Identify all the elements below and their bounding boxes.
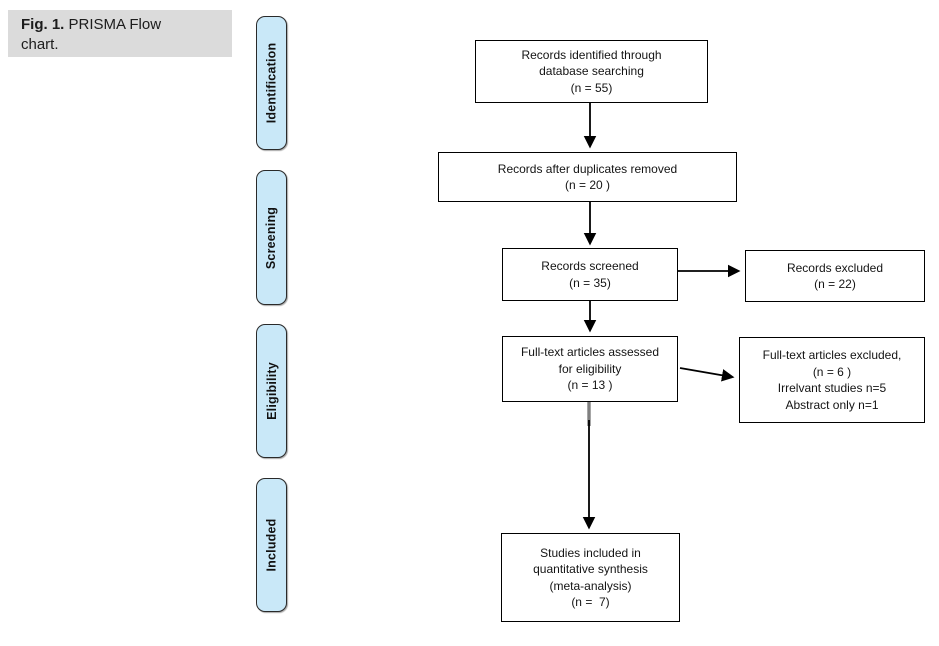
figure-caption-text: PRISMA Flow chart. bbox=[21, 16, 162, 53]
flow-box-fulltext-excluded: Full-text articles excluded, (n = 6 ) Ir… bbox=[739, 337, 925, 423]
stage-label-identification-text: Identification bbox=[264, 42, 279, 124]
flow-box-records-excluded: Records excluded (n = 22) bbox=[745, 250, 925, 302]
flow-box-records-screened: Records screened (n = 35) bbox=[502, 248, 678, 301]
stage-label-eligibility-text: Eligibility bbox=[264, 362, 279, 420]
stage-label-screening-text: Screening bbox=[264, 206, 279, 269]
figure-caption: Fig. 1. PRISMA Flow chart. bbox=[8, 10, 232, 57]
stage-label-included: Included bbox=[256, 478, 287, 612]
flow-box-fulltext-assessed: Full-text articles assessed for eligibil… bbox=[502, 336, 678, 402]
arrow-fulltext-assessed-to-fulltext-excluded bbox=[679, 367, 735, 382]
figure-caption-number: Fig. 1. bbox=[21, 16, 65, 33]
stage-label-screening: Screening bbox=[256, 170, 287, 305]
flow-box-studies-included: Studies included in quantitative synthes… bbox=[501, 533, 680, 622]
flow-box-records-identified: Records identified through database sear… bbox=[475, 40, 708, 103]
stage-label-identification: Identification bbox=[256, 16, 287, 150]
stage-label-included-text: Included bbox=[264, 518, 279, 572]
stage-label-eligibility: Eligibility bbox=[256, 324, 287, 458]
flow-box-duplicates-removed: Records after duplicates removed (n = 20… bbox=[438, 152, 737, 202]
